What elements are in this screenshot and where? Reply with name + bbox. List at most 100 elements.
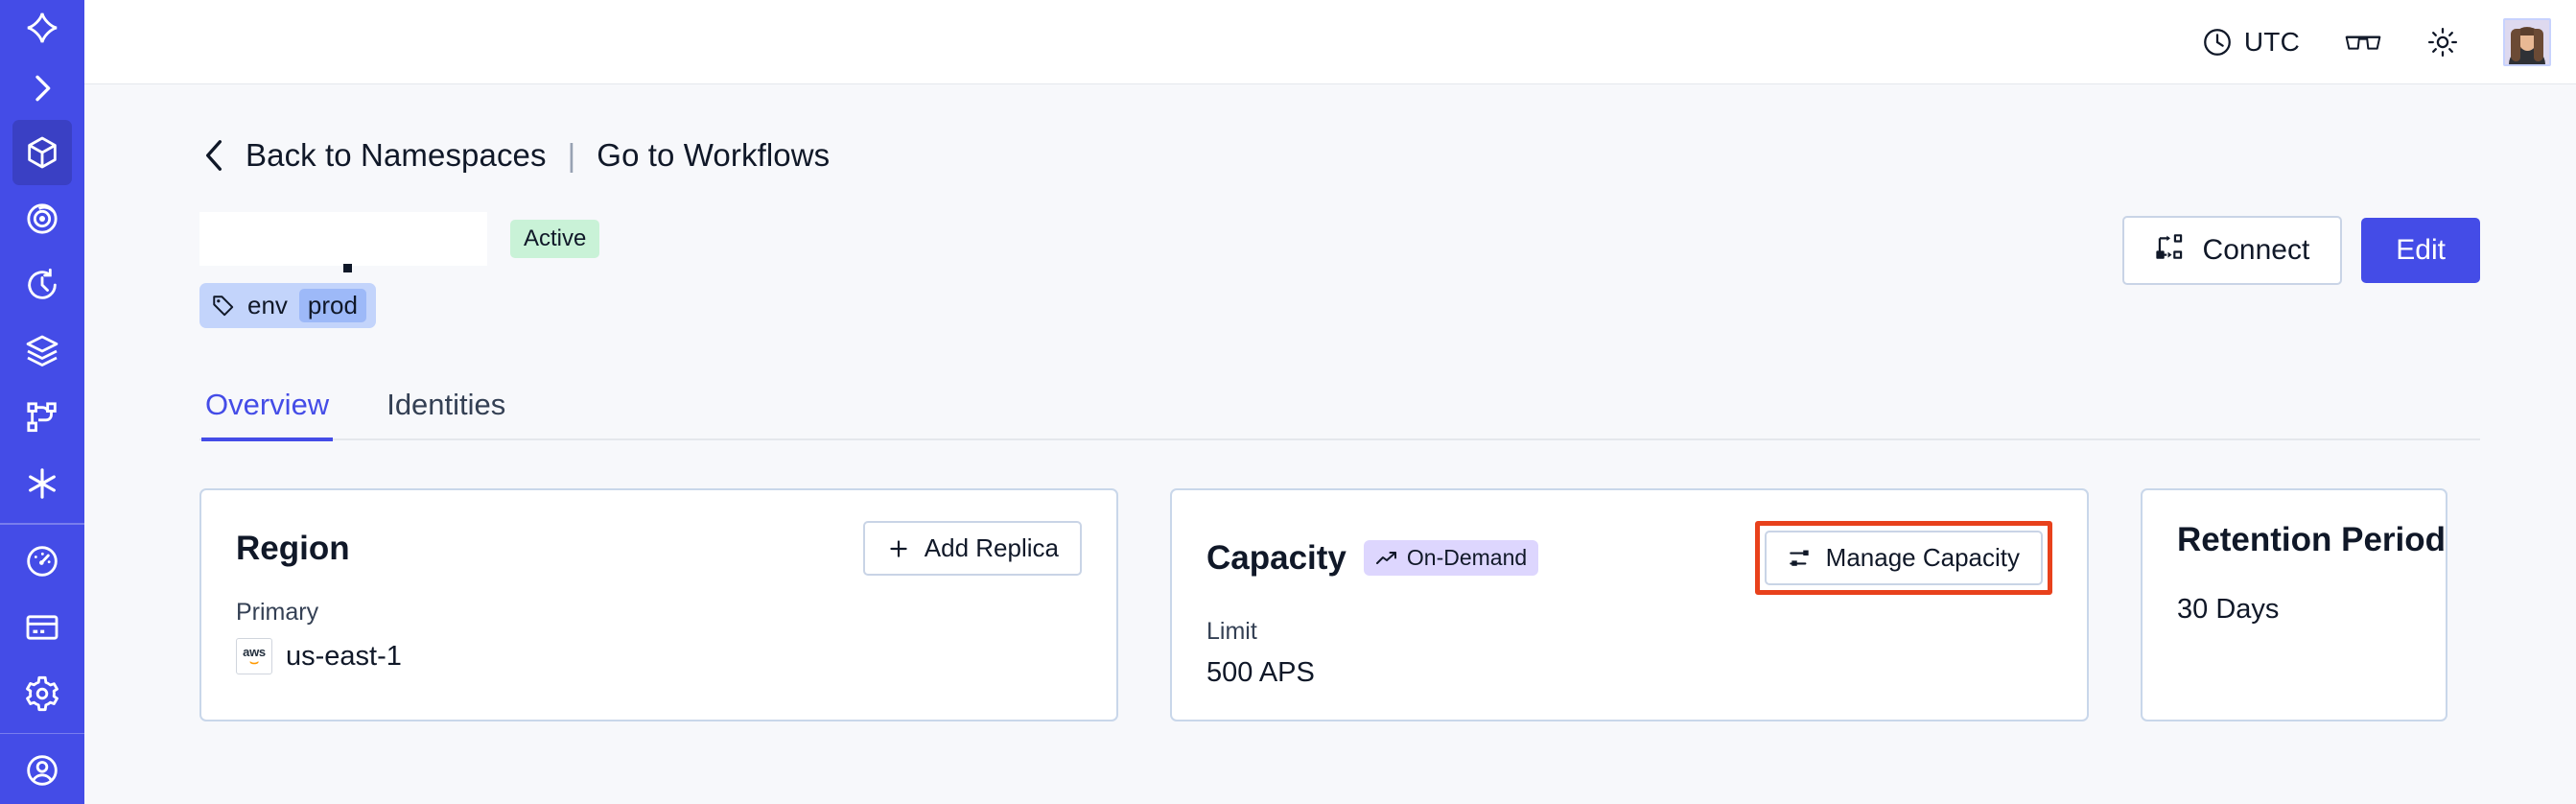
glasses-toggle[interactable] — [2344, 26, 2382, 59]
temporal-star-logo-icon — [23, 9, 61, 47]
connect-flow-icon — [2155, 232, 2186, 269]
add-replica-label: Add Replica — [924, 533, 1059, 562]
breadcrumb[interactable]: Back to Namespaces | Go to Workflows — [199, 137, 830, 174]
tab-identities[interactable]: Identities — [386, 388, 506, 421]
branch-node-icon — [23, 398, 61, 437]
sidebar-item-billing[interactable] — [12, 595, 72, 660]
avatar-face — [2519, 30, 2536, 51]
namespace-tag[interactable]: env prod — [199, 283, 376, 328]
sidebar-item-usage[interactable] — [12, 529, 72, 594]
sidebar-item-workflows[interactable] — [12, 385, 72, 450]
tag-icon — [211, 294, 236, 319]
tab-overview[interactable]: Overview — [201, 388, 334, 441]
glasses-icon — [2344, 26, 2382, 59]
theme-toggle[interactable] — [2426, 26, 2459, 59]
credit-card-icon — [23, 608, 61, 647]
region-value-row: aws ⌣ us-east-1 — [236, 638, 1082, 674]
retention-value: 30 Days — [2177, 594, 2280, 625]
sidebar-divider-1 — [0, 523, 84, 525]
sidebar-item-history[interactable] — [12, 252, 72, 318]
main-area: UTC — [84, 0, 2576, 804]
sidebar-item-schedules[interactable] — [12, 451, 72, 516]
region-card-header: Region Add Replica — [236, 521, 1082, 576]
page-content: Back to Namespaces | Go to Workflows Act… — [84, 84, 2576, 804]
aws-logo-text: aws — [243, 644, 266, 659]
tag-key: env — [247, 291, 288, 319]
sidebar-bottom-group — [0, 738, 84, 804]
manage-capacity-button[interactable]: Manage Capacity — [1764, 531, 2043, 585]
clock-icon — [2201, 26, 2234, 59]
on-demand-badge: On-Demand — [1363, 540, 1539, 576]
sidebar — [0, 0, 84, 804]
layers-stack-icon — [23, 332, 61, 370]
breadcrumb-workflows-link[interactable]: Go to Workflows — [597, 137, 831, 173]
aws-logo-icon: aws ⌣ — [236, 638, 272, 674]
sun-icon — [2426, 26, 2459, 59]
namespace-header-left: Active env pr — [199, 212, 600, 328]
capacity-value: 500 APS — [1206, 657, 1315, 688]
user-circle-icon — [23, 751, 61, 790]
capacity-card: Capacity On-Demand — [1170, 488, 2089, 721]
overview-cards: Region Add Replica Pr — [199, 488, 2480, 721]
on-demand-badge-label: On-Demand — [1406, 545, 1528, 570]
tab-bar: Overview Identities — [199, 388, 2480, 441]
aws-logo-swoosh: ⌣ — [249, 653, 259, 671]
capacity-card-header: Capacity On-Demand — [1206, 521, 2052, 595]
topbar: UTC — [84, 0, 2576, 84]
header-actions: Connect Edit — [2121, 212, 2480, 285]
breadcrumb-separator: | — [567, 137, 576, 173]
tag-value: prod — [298, 289, 366, 322]
sidebar-item-profile[interactable] — [12, 738, 72, 803]
sidebar-item-layers[interactable] — [12, 319, 72, 384]
timezone-selector[interactable]: UTC — [2201, 26, 2300, 59]
edit-button[interactable]: Edit — [2361, 218, 2480, 283]
region-card-title-group: Region — [236, 530, 350, 568]
manage-capacity-label: Manage Capacity — [1825, 543, 2020, 572]
capacity-sub-label: Limit — [1206, 618, 1257, 645]
region-card: Region Add Replica Pr — [199, 488, 1118, 721]
app-logo[interactable] — [0, 0, 84, 57]
sidebar-primary-group — [0, 120, 84, 517]
eye-spiral-icon — [23, 200, 61, 238]
avatar[interactable] — [2503, 17, 2551, 66]
avatar-hair-right — [2534, 28, 2543, 61]
avatar-hair-left — [2511, 28, 2520, 61]
edit-button-label: Edit — [2396, 234, 2446, 266]
retention-card-title: Retention Period — [2177, 521, 2447, 558]
capacity-card-title: Capacity — [1206, 538, 1347, 577]
capacity-card-title-group: Capacity On-Demand — [1206, 538, 1539, 578]
sidebar-expand-button[interactable] — [0, 57, 84, 120]
plus-icon — [886, 536, 911, 561]
manage-capacity-highlight: Manage Capacity — [1754, 521, 2052, 595]
retention-card-header: Retention Period — [2177, 521, 2446, 559]
chevron-left-icon — [199, 137, 228, 174]
region-card-title: Region — [236, 529, 350, 567]
avatar-fringe — [2517, 27, 2538, 35]
asterisk-icon — [23, 464, 61, 503]
gear-icon — [23, 674, 61, 713]
connect-button-label: Connect — [2202, 234, 2310, 266]
retention-card: Retention Period 30 Days — [2141, 488, 2447, 721]
connect-button[interactable]: Connect — [2121, 216, 2343, 285]
region-value: us-east-1 — [286, 640, 402, 672]
trend-up-arrow-icon — [1375, 549, 1398, 568]
namespace-title-line: Active — [199, 212, 600, 272]
sidebar-item-observability[interactable] — [12, 186, 72, 251]
sliders-icon — [1788, 547, 1813, 570]
clock-rotate-icon — [23, 266, 61, 304]
status-badge: Active — [510, 220, 600, 258]
sidebar-divider-2 — [0, 732, 84, 734]
region-sub-label: Primary — [236, 599, 319, 626]
sidebar-secondary-group — [0, 529, 84, 727]
add-replica-button[interactable]: Add Replica — [862, 521, 1082, 576]
chevron-right-icon — [23, 69, 61, 107]
sidebar-item-settings[interactable] — [12, 661, 72, 726]
cube-icon — [23, 133, 61, 172]
breadcrumb-back-link[interactable]: Back to Namespaces — [246, 137, 547, 173]
tag-row: env prod — [199, 283, 599, 328]
gauge-icon — [23, 542, 61, 580]
namespace-header: Active env pr — [199, 212, 2480, 328]
sidebar-item-namespaces[interactable] — [12, 120, 72, 185]
timezone-label: UTC — [2243, 26, 2300, 57]
